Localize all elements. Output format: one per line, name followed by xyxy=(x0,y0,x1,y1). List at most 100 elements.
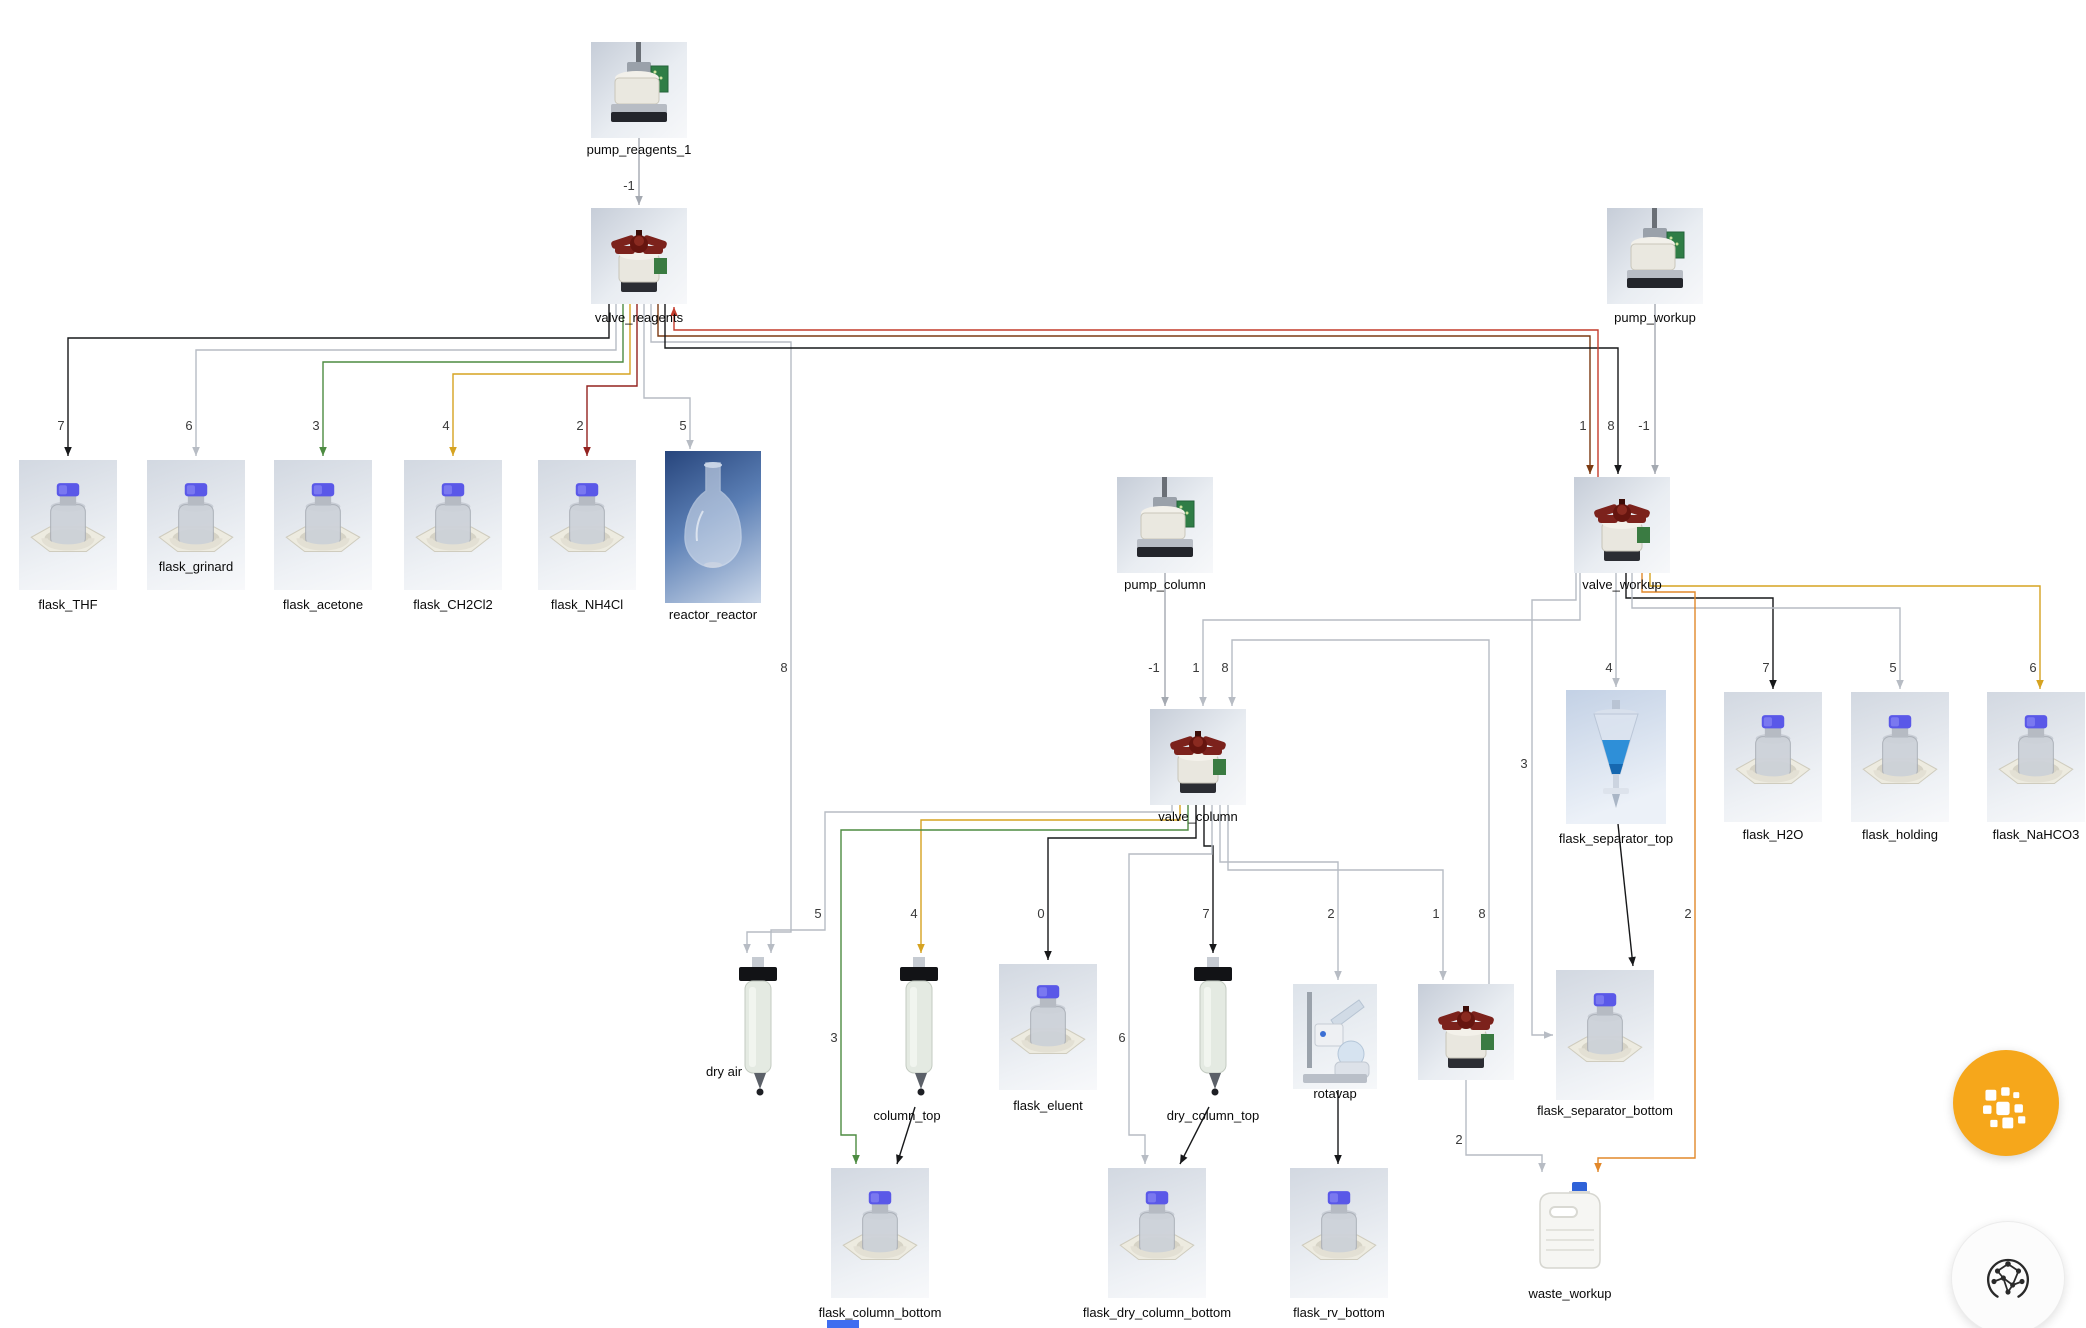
node-label-valve_column: valve_column xyxy=(1158,809,1238,824)
edge-port-label: 8 xyxy=(1607,418,1614,433)
edge-arrowhead xyxy=(449,447,457,456)
edge-arrowhead xyxy=(1544,1031,1553,1039)
node-pump_column[interactable] xyxy=(1117,477,1213,573)
node-waste_workup[interactable] xyxy=(1530,1176,1610,1280)
edge-arrowhead xyxy=(1628,956,1636,966)
flask-icon xyxy=(1862,715,1938,785)
node-dry_column_top[interactable] xyxy=(1188,957,1238,1107)
assistant-button[interactable] xyxy=(1951,1221,2065,1328)
edge-port-label: 5 xyxy=(1889,660,1896,675)
edge-port-label: 8 xyxy=(1478,906,1485,921)
node-label-flask_rv_bottom: flask_rv_bottom xyxy=(1293,1305,1385,1320)
node-column_top[interactable] xyxy=(894,957,944,1107)
edge xyxy=(1179,1106,1210,1165)
flask-icon xyxy=(1998,715,2074,785)
node-valve_column[interactable] xyxy=(1150,709,1246,805)
edge: 2 xyxy=(1594,573,1696,1172)
edge-port-label: 7 xyxy=(57,418,64,433)
reactor-flask-icon xyxy=(684,462,742,568)
node-label-flask_grinard: flask_grinard xyxy=(158,559,234,574)
edge-arrowhead xyxy=(917,944,925,953)
node-reactor_reactor[interactable] xyxy=(665,451,761,603)
node-label-valve_workup: valve_workup xyxy=(1582,577,1662,592)
flask-icon xyxy=(285,483,361,553)
pump-icon xyxy=(1137,477,1195,557)
flask-icon xyxy=(1119,1191,1195,1261)
edge-port-label: 7 xyxy=(1202,906,1209,921)
edge: 1 xyxy=(657,304,1594,474)
edge: 4 xyxy=(910,805,1181,953)
node-label-flask_dry_column_bottom: flask_dry_column_bottom xyxy=(1082,1305,1232,1320)
edge-arrowhead xyxy=(1044,951,1052,960)
edge: 7 xyxy=(1625,573,1777,689)
pump-icon xyxy=(1627,208,1685,288)
apps-grid-button[interactable] xyxy=(1953,1050,2059,1156)
node-label-dry_column_top: dry_column_top xyxy=(1166,1108,1260,1123)
node-rotavap[interactable] xyxy=(1293,983,1377,1089)
node-flask_NH4Cl[interactable] xyxy=(538,460,636,590)
node-dry_air[interactable] xyxy=(733,957,783,1107)
node-flask_eluent[interactable] xyxy=(999,964,1097,1090)
node-pump_reagents_1[interactable] xyxy=(591,42,687,138)
valve-icon xyxy=(611,230,667,292)
node-flask_CH2Cl2[interactable] xyxy=(404,460,502,590)
node-label-column_top: column_top xyxy=(873,1108,941,1123)
edge-arrowhead xyxy=(1161,697,1169,706)
node-valve_unlabeled[interactable] xyxy=(1418,984,1514,1080)
column-syringe-icon xyxy=(1194,957,1232,1096)
edge-port-label: -1 xyxy=(1638,418,1650,433)
node-label-flask_THF: flask_THF xyxy=(38,597,98,612)
valve-icon xyxy=(1170,731,1226,793)
node-label-flask_separator_bottom: flask_separator_bottom xyxy=(1537,1103,1673,1118)
edge xyxy=(670,307,1599,477)
pump-icon xyxy=(611,42,669,122)
edge-arrowhead xyxy=(1651,465,1659,474)
edge-arrowhead xyxy=(896,1154,904,1164)
node-pump_workup[interactable] xyxy=(1607,208,1703,304)
node-label-flask_acetone: flask_acetone xyxy=(282,597,364,612)
node-flask_acetone[interactable] xyxy=(274,460,372,590)
edge-arrowhead xyxy=(1594,1163,1602,1172)
edge-arrowhead xyxy=(1228,697,1236,706)
node-flask_H2O[interactable] xyxy=(1724,692,1822,822)
edge xyxy=(1334,1090,1342,1164)
valve-icon xyxy=(1594,499,1650,561)
edge-port-label: 3 xyxy=(830,1030,837,1045)
node-flask_separator_top[interactable] xyxy=(1566,690,1666,824)
edge: 6 xyxy=(185,304,617,456)
node-flask_THF[interactable] xyxy=(19,460,117,590)
edge: 2 xyxy=(1455,1080,1546,1172)
node-valve_reagents[interactable] xyxy=(591,208,687,304)
edge: 2 xyxy=(576,304,638,456)
node-label-pump_column: pump_column xyxy=(1124,577,1206,592)
node-flask_separator_bottom[interactable] xyxy=(1556,970,1654,1100)
node-flask_holding[interactable] xyxy=(1851,692,1949,822)
edge-arrowhead xyxy=(1538,1163,1546,1172)
valve-icon xyxy=(1438,1006,1494,1068)
edge-arrowhead xyxy=(2036,680,2044,689)
node-label-flask_NH4Cl: flask_NH4Cl xyxy=(550,597,624,612)
node-flask_NaHCO3[interactable] xyxy=(1987,692,2085,822)
edge-arrowhead xyxy=(1586,465,1594,474)
edge xyxy=(896,1106,916,1165)
edge-arrowhead xyxy=(319,447,327,456)
edge-arrowhead xyxy=(852,1155,860,1164)
edge-arrowhead xyxy=(1334,971,1342,980)
edge: 8 xyxy=(664,304,1622,474)
edge-port-label: -1 xyxy=(1148,660,1160,675)
node-flask_column_bottom[interactable] xyxy=(831,1168,929,1298)
apps-grid-icon xyxy=(1983,1087,2026,1129)
edge-port-label: 2 xyxy=(1684,906,1691,921)
node-flask_rv_bottom[interactable] xyxy=(1290,1168,1388,1298)
node-flask_dry_column_bottom[interactable] xyxy=(1108,1168,1206,1298)
flask-icon xyxy=(1567,993,1643,1063)
edge: -1 xyxy=(623,138,643,205)
edge: 4 xyxy=(1605,573,1620,687)
edge-port-label: 1 xyxy=(1432,906,1439,921)
edge-port-label: 8 xyxy=(780,660,787,675)
node-flask_grinard[interactable] xyxy=(147,460,245,590)
node-label-pump_reagents_1: pump_reagents_1 xyxy=(586,142,692,157)
node-valve_workup[interactable] xyxy=(1574,477,1670,573)
brain-circuit-icon xyxy=(1987,1258,2029,1298)
